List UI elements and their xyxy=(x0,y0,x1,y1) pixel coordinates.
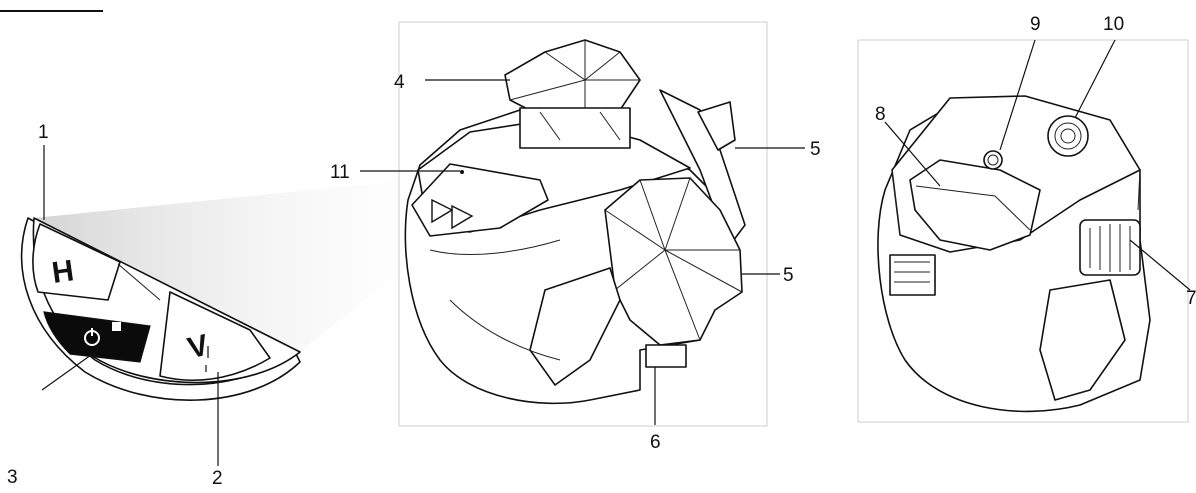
thread-five-eighths xyxy=(1047,115,1089,157)
callout-9: 9 xyxy=(1030,14,1041,35)
callout-6: 6 xyxy=(650,432,661,453)
side-laser-window-upper xyxy=(659,89,746,246)
thread-quarter-inch xyxy=(983,150,1003,170)
callout-5-upper: 5 xyxy=(810,139,821,160)
callout-8: 8 xyxy=(875,104,886,125)
power-lock-key[interactable] xyxy=(43,311,151,363)
status-dot xyxy=(460,170,464,174)
arrow-icon xyxy=(431,198,454,224)
keypad-closeup: H V xyxy=(20,145,440,466)
lock-icon xyxy=(112,322,121,331)
v-key[interactable]: V xyxy=(159,291,271,381)
cover-latch xyxy=(889,254,936,296)
callout-11: 11 xyxy=(330,162,350,183)
zoom-beam xyxy=(34,178,440,352)
callout-2: 2 xyxy=(212,468,223,488)
callout-1: 1 xyxy=(38,122,49,143)
callout-10: 10 xyxy=(1103,14,1124,35)
callout-3: 3 xyxy=(7,467,18,488)
release-tab xyxy=(645,344,687,368)
battery-cover xyxy=(909,159,1041,251)
side-slider xyxy=(1079,219,1141,276)
middle-frame xyxy=(398,21,768,427)
bottom-view xyxy=(857,39,1191,423)
callout-7: 7 xyxy=(1186,288,1196,309)
right-frame xyxy=(857,39,1189,423)
h-key[interactable]: H xyxy=(32,223,121,301)
arrow-icon xyxy=(451,204,474,230)
side-laser-window-lower xyxy=(604,177,743,346)
main-unit-view xyxy=(360,21,805,427)
h-key-label: H xyxy=(50,254,76,290)
callout-4: 4 xyxy=(394,72,405,93)
top-laser-window xyxy=(504,39,641,149)
callout-5-lower: 5 xyxy=(783,265,794,286)
